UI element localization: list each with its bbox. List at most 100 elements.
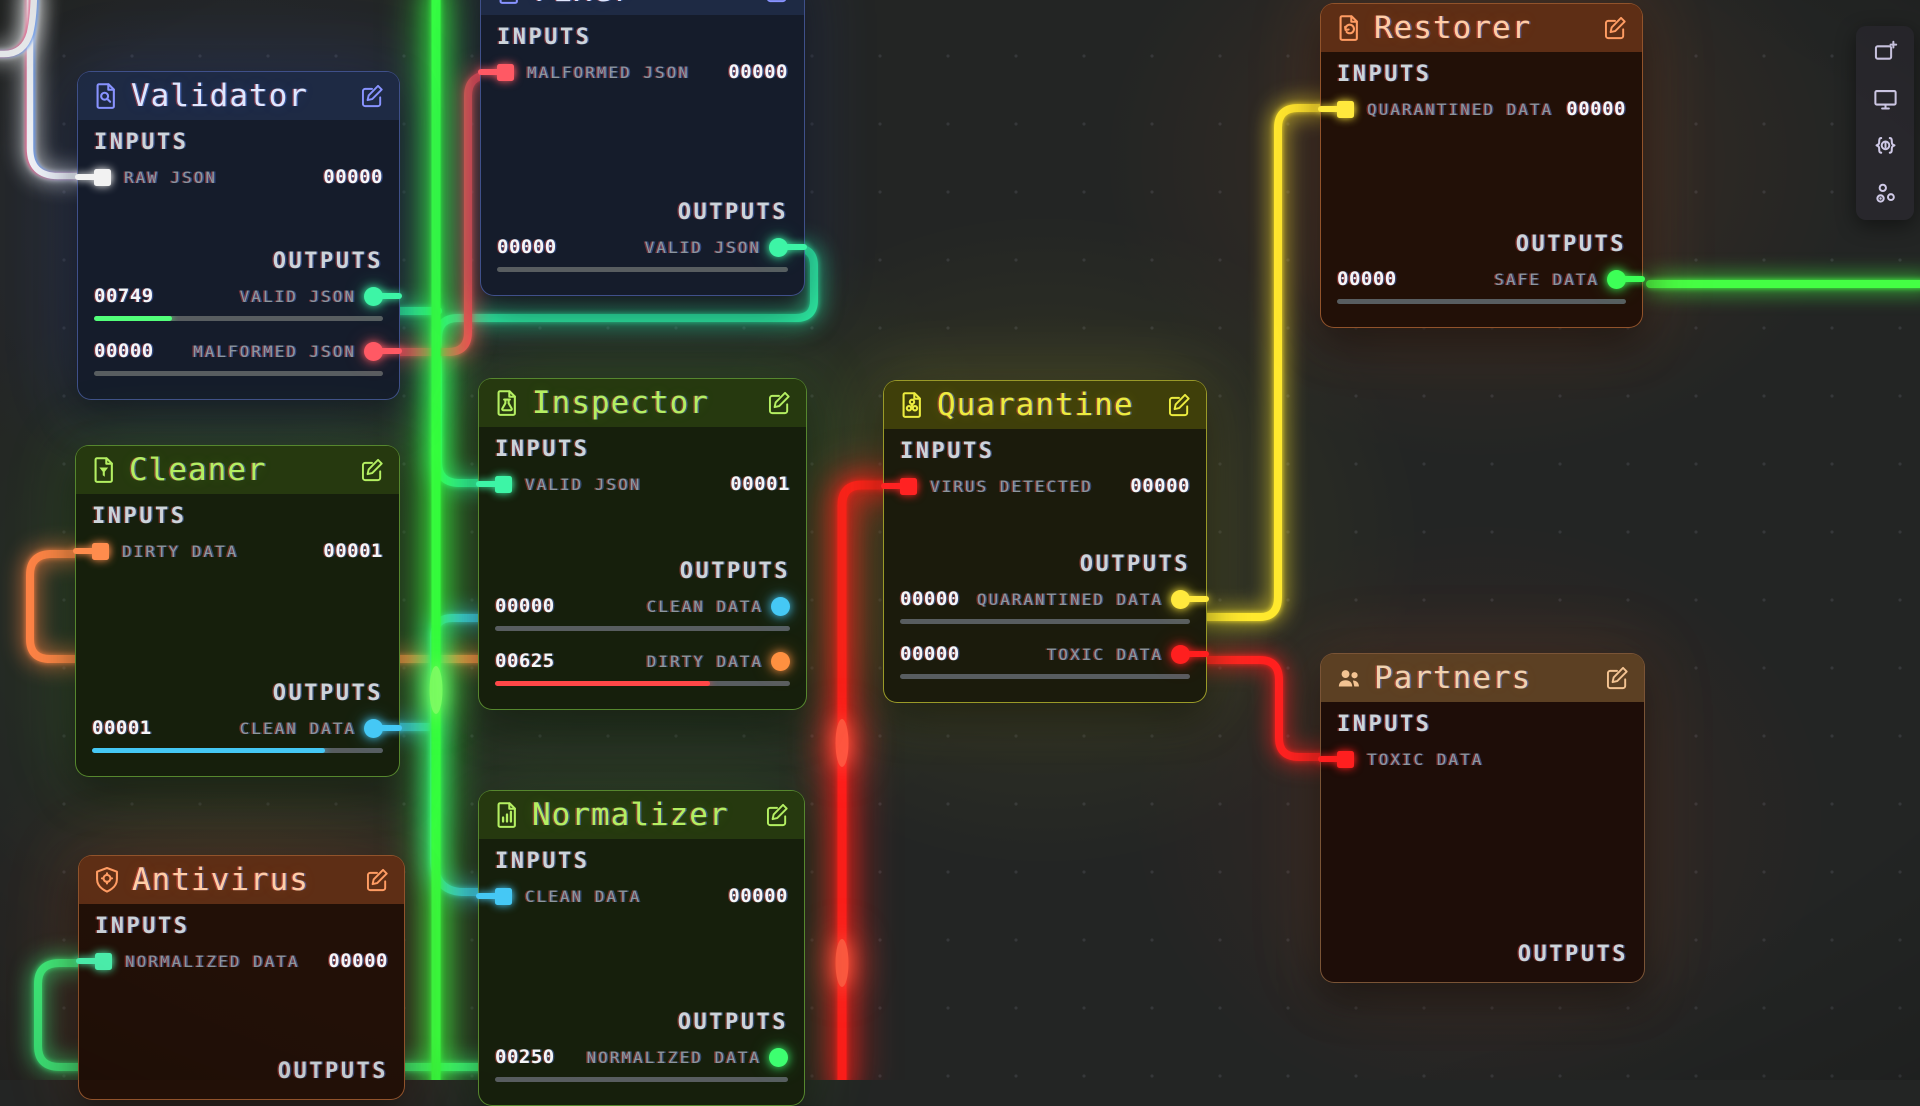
output-port-count: 00000 — [497, 236, 557, 258]
edit-icon[interactable] — [763, 0, 791, 5]
output-progress-bar — [92, 748, 383, 753]
inputs-section-label: INPUTS — [95, 914, 190, 939]
output-port[interactable] — [771, 651, 790, 671]
node-header[interactable]: Restorer — [1321, 4, 1642, 52]
output-progress-bar — [900, 619, 1190, 624]
output-port-label: VALID JSON — [644, 237, 761, 257]
input-port[interactable] — [95, 952, 112, 970]
output-port[interactable] — [364, 286, 383, 306]
output-port[interactable] — [364, 718, 383, 738]
edit-icon[interactable] — [358, 82, 386, 110]
inputs-section-label: INPUTS — [1337, 62, 1432, 87]
input-port[interactable] — [900, 477, 917, 495]
wire-pulse — [835, 719, 849, 767]
output-port-label: QUARANTINED DATA — [976, 589, 1163, 609]
edit-icon[interactable] — [363, 866, 391, 894]
outputs-section-label: OUTPUTS — [272, 249, 383, 274]
output-port-count: 00000 — [495, 595, 555, 617]
outputs-section-label: OUTPUTS — [272, 681, 383, 706]
edit-icon[interactable] — [1165, 391, 1193, 419]
node-header[interactable]: Partners — [1321, 654, 1644, 702]
output-port[interactable] — [1607, 269, 1626, 289]
output-port[interactable] — [769, 1047, 788, 1067]
input-port[interactable] — [495, 887, 512, 905]
output-row: 00749 VALID JSON — [94, 283, 402, 309]
node-header[interactable]: Quarantine — [884, 381, 1206, 429]
outputs-section-label: OUTPUTS — [1079, 552, 1190, 577]
monitor-icon[interactable] — [1872, 86, 1899, 113]
input-port-count: 00000 — [323, 166, 383, 188]
output-port-count: 00000 — [94, 340, 154, 362]
node-title: Validator — [131, 78, 308, 114]
edit-icon[interactable] — [1603, 664, 1631, 692]
input-port-count: 00000 — [1566, 98, 1626, 120]
node-title: Partners — [1374, 660, 1532, 696]
node-header[interactable]: Antivirus — [79, 856, 404, 904]
output-port-label: DIRTY DATA — [646, 651, 763, 671]
input-port[interactable] — [497, 63, 514, 81]
output-progress-bar — [900, 674, 1190, 679]
input-port[interactable] — [495, 475, 512, 493]
braces-circle-icon[interactable] — [1872, 133, 1899, 160]
input-port[interactable] — [94, 168, 111, 186]
share-nodes-icon[interactable] — [1872, 180, 1899, 207]
output-port[interactable] — [1171, 644, 1190, 664]
output-port-label: CLEAN DATA — [239, 718, 356, 738]
output-row: 00001 CLEAN DATA — [92, 715, 402, 741]
inputs-section-label: INPUTS — [94, 130, 189, 155]
node-header[interactable]: Validator — [78, 72, 399, 120]
output-port[interactable] — [364, 341, 383, 361]
output-port-count: 00001 — [92, 717, 152, 739]
output-port[interactable] — [769, 237, 788, 257]
edit-icon[interactable] — [763, 801, 791, 829]
output-progress-bar — [495, 681, 790, 686]
node-fixer[interactable]: FixerINPUTSMALFORMED JSON00000OUTPUTS000… — [478, 0, 807, 296]
edit-icon[interactable] — [765, 389, 793, 417]
input-port[interactable] — [1337, 750, 1354, 768]
file-restore-icon — [1334, 13, 1364, 43]
wire-pulse — [835, 939, 849, 987]
window-new-icon[interactable] — [1872, 39, 1899, 66]
node-title: Cleaner — [129, 452, 267, 488]
output-progress-bar — [94, 316, 383, 321]
inputs-section-label: INPUTS — [495, 849, 590, 874]
inputs-section-label: INPUTS — [92, 504, 187, 529]
output-port-label: VALID JSON — [239, 286, 356, 306]
input-port[interactable] — [1337, 100, 1354, 118]
node-title: Antivirus — [132, 862, 309, 898]
edit-icon[interactable] — [358, 456, 386, 484]
output-port-label: NORMALIZED DATA — [586, 1047, 761, 1067]
output-port[interactable] — [771, 596, 790, 616]
output-port-count: 00749 — [94, 285, 154, 307]
input-port-label: VIRUS DETECTED — [930, 476, 1093, 496]
node-title: Normalizer — [532, 797, 729, 833]
edit-icon[interactable] — [1601, 14, 1629, 42]
output-port[interactable] — [1171, 589, 1190, 609]
node-header[interactable]: Inspector — [479, 379, 806, 427]
node-header[interactable]: Fixer — [481, 0, 804, 15]
node-header[interactable]: Cleaner — [76, 446, 399, 494]
input-port[interactable] — [92, 542, 109, 560]
file-icon — [494, 0, 524, 6]
node-header[interactable]: Normalizer — [479, 791, 804, 839]
